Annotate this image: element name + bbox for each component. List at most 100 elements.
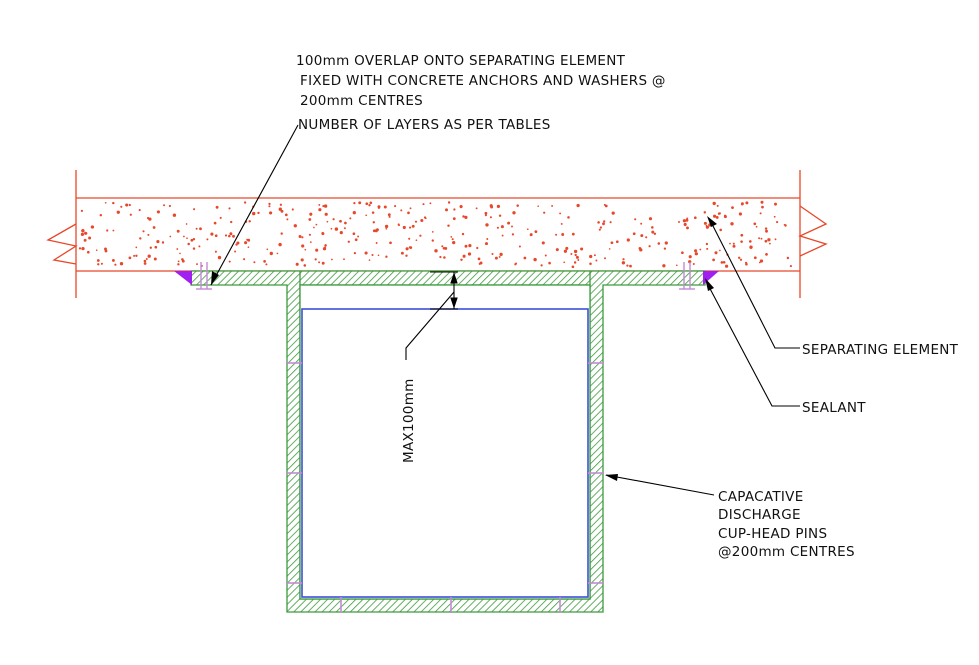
aggregate-speck	[248, 220, 251, 223]
aggregate-speck	[760, 237, 763, 240]
aggregate-speck	[228, 260, 231, 263]
aggregate-speck	[88, 236, 92, 240]
break-line-right	[798, 205, 828, 257]
aggregate-speck	[236, 241, 240, 245]
aggregate-speck	[485, 223, 489, 227]
aggregate-speck	[206, 238, 209, 241]
aggregate-speck	[651, 230, 655, 234]
aggregate-speck	[602, 222, 605, 226]
aggregate-speck	[776, 221, 779, 224]
leader-arrowheads	[211, 216, 717, 481]
aggregate-speck	[324, 212, 328, 216]
aggregate-speck	[295, 262, 299, 266]
aggregate-speck	[725, 264, 729, 268]
aggregate-speck	[464, 215, 468, 220]
aggregate-speck	[388, 215, 391, 218]
aggregate-speck	[484, 242, 489, 246]
gap-dimension	[430, 271, 458, 310]
aggregate-speck	[774, 202, 777, 206]
aggregate-speck	[268, 205, 271, 208]
arrow-sealant	[705, 278, 714, 291]
leader-separating-element	[711, 223, 800, 349]
aggregate-speck	[111, 258, 115, 262]
pins-note-line-4: @200mm CENTRES	[718, 544, 855, 560]
leader-max100	[405, 291, 455, 360]
aggregate-speck	[429, 202, 432, 205]
aggregate-speck	[145, 258, 148, 260]
overlap-note-line-3: 200mm CENTRES	[300, 93, 423, 109]
aggregate-speck	[496, 226, 499, 229]
aggregate-speck	[265, 263, 268, 266]
aggregate-speck	[461, 232, 465, 236]
aggregate-speck	[732, 244, 736, 248]
aggregate-speck	[755, 225, 758, 228]
aggregate-speck	[133, 254, 136, 257]
aggregate-speck	[387, 213, 391, 217]
aggregate-speck	[722, 260, 726, 264]
aggregate-speck	[719, 249, 721, 252]
aggregate-speck	[193, 208, 196, 211]
aggregate-speck	[334, 227, 339, 231]
aggregate-speck	[576, 203, 580, 208]
aggregate-speck	[460, 258, 463, 262]
aggregate-speck	[694, 249, 698, 253]
aggregate-speck	[318, 203, 321, 206]
aggregate-speck	[705, 225, 709, 229]
aggregate-speck	[179, 252, 181, 255]
aggregate-speck	[599, 226, 603, 229]
aggregate-speck	[560, 222, 563, 225]
aggregate-speck	[498, 255, 501, 258]
aggregate-speck	[148, 217, 152, 221]
pins-note: CAPACATIVE DISCHARGE CUP-HEAD PINS @200m…	[718, 489, 855, 560]
aggregate-speck	[389, 241, 392, 245]
aggregate-speck	[135, 246, 138, 249]
aggregate-speck	[706, 247, 709, 250]
aggregate-speck	[284, 213, 288, 217]
aggregate-speck	[177, 263, 180, 266]
concrete-anchor-right	[679, 262, 695, 290]
arrow-separating-element	[707, 216, 717, 227]
aggregate-speck	[400, 251, 404, 255]
concrete-aggregate-speckles	[78, 200, 792, 269]
aggregate-speck	[279, 203, 283, 206]
aggregate-speck	[405, 247, 409, 251]
aggregate-speck	[431, 239, 434, 242]
aggregate-speck	[478, 262, 481, 265]
aggregate-speck	[688, 255, 692, 259]
aggregate-speck	[377, 254, 380, 257]
aggregate-speck	[598, 228, 601, 231]
aggregate-speck	[147, 254, 151, 258]
aggregate-speck	[565, 246, 569, 250]
aggregate-speck	[161, 241, 165, 244]
aggregate-speck	[268, 202, 271, 206]
aggregate-speck	[169, 235, 172, 238]
max-gap-label: MAX100mm	[401, 378, 417, 463]
aggregate-speck	[653, 232, 657, 235]
aggregate-speck	[453, 208, 456, 211]
aggregate-speck	[384, 224, 389, 229]
aggregate-speck	[573, 249, 578, 254]
aggregate-speck	[464, 244, 468, 248]
aggregate-speck	[518, 245, 521, 248]
aggregate-speck	[555, 248, 559, 252]
aggregate-speck	[462, 215, 465, 218]
aggregate-speck	[368, 259, 371, 261]
aggregate-speck	[318, 208, 322, 212]
aggregate-speck	[551, 204, 554, 207]
aggregate-speck	[78, 247, 82, 250]
aggregate-speck	[214, 250, 217, 253]
aggregate-speck	[484, 211, 488, 215]
aggregate-speck	[745, 262, 748, 266]
overlap-note-line-4: NUMBER OF LAYERS AS PER TABLES	[298, 117, 551, 133]
aggregate-speck	[397, 223, 400, 226]
aggregate-speck	[523, 256, 527, 260]
aggregate-speck	[759, 259, 764, 263]
aggregate-speck	[651, 226, 654, 229]
aggregate-speck	[293, 224, 297, 228]
aggregate-speck	[308, 233, 311, 236]
aggregate-speck	[740, 203, 744, 206]
aggregate-speck	[758, 237, 761, 240]
leader-lines	[210, 124, 800, 496]
aggregate-speck	[313, 226, 315, 229]
aggregate-speck	[640, 222, 643, 225]
